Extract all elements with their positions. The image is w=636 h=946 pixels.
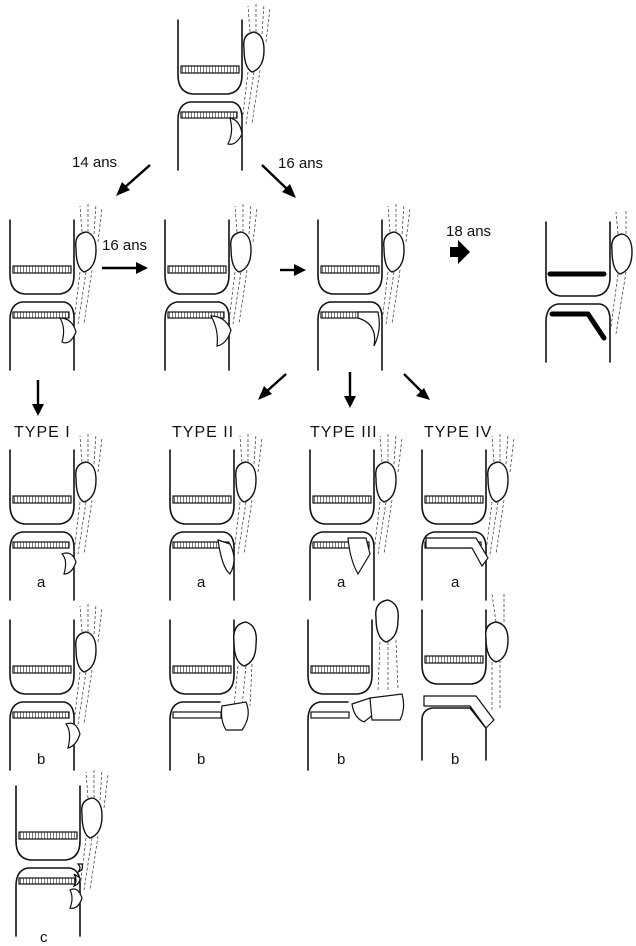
knee-row2-1 — [10, 204, 102, 370]
knee-row2-closed — [546, 210, 632, 362]
type-2-b-label: b — [197, 752, 205, 767]
type-3-title: TYPE III — [310, 425, 378, 441]
knee-type4-b — [422, 594, 508, 760]
arrow-to-type4 — [404, 374, 430, 400]
age-label-16-top: 16 ans — [278, 156, 323, 171]
knee-type3-a — [310, 434, 402, 600]
knee-type1-b — [10, 604, 102, 770]
type-3-b-label: b — [337, 752, 345, 767]
type-2-a-label: a — [197, 575, 205, 590]
arrow-18-ans — [450, 240, 470, 264]
arrow-to-type2 — [258, 374, 286, 400]
type-3-a-label: a — [337, 575, 345, 590]
knee-type2-a — [170, 434, 262, 600]
arrow-16-ans-left — [102, 262, 148, 274]
arrow-to-type1 — [32, 380, 44, 416]
age-label-18: 18 ans — [446, 224, 491, 239]
type-1-c-label: c — [40, 930, 48, 945]
type-1-a-label: a — [37, 575, 45, 590]
arrow-to-type3 — [344, 372, 356, 408]
knee-row2-2 — [165, 204, 257, 370]
age-label-14: 14 ans — [72, 155, 117, 170]
arrow-row2-mid — [280, 264, 306, 276]
knee-top — [178, 4, 270, 170]
type-2-title: TYPE II — [172, 425, 234, 441]
knee-type3-b — [308, 600, 404, 770]
arrow-14-ans — [116, 165, 150, 196]
knee-type2-b — [170, 620, 256, 770]
type-4-b-label: b — [451, 752, 459, 767]
type-4-a-label: a — [451, 575, 459, 590]
knee-type1-c — [16, 770, 108, 936]
type-4-title: TYPE IV — [424, 425, 492, 441]
knee-type1-a — [10, 434, 102, 600]
type-1-b-label: b — [37, 752, 45, 767]
knee-row2-3 — [318, 204, 410, 370]
age-label-16-left: 16 ans — [102, 238, 147, 253]
type-1-title: TYPE I — [14, 425, 71, 441]
knee-type4-a — [422, 434, 514, 600]
